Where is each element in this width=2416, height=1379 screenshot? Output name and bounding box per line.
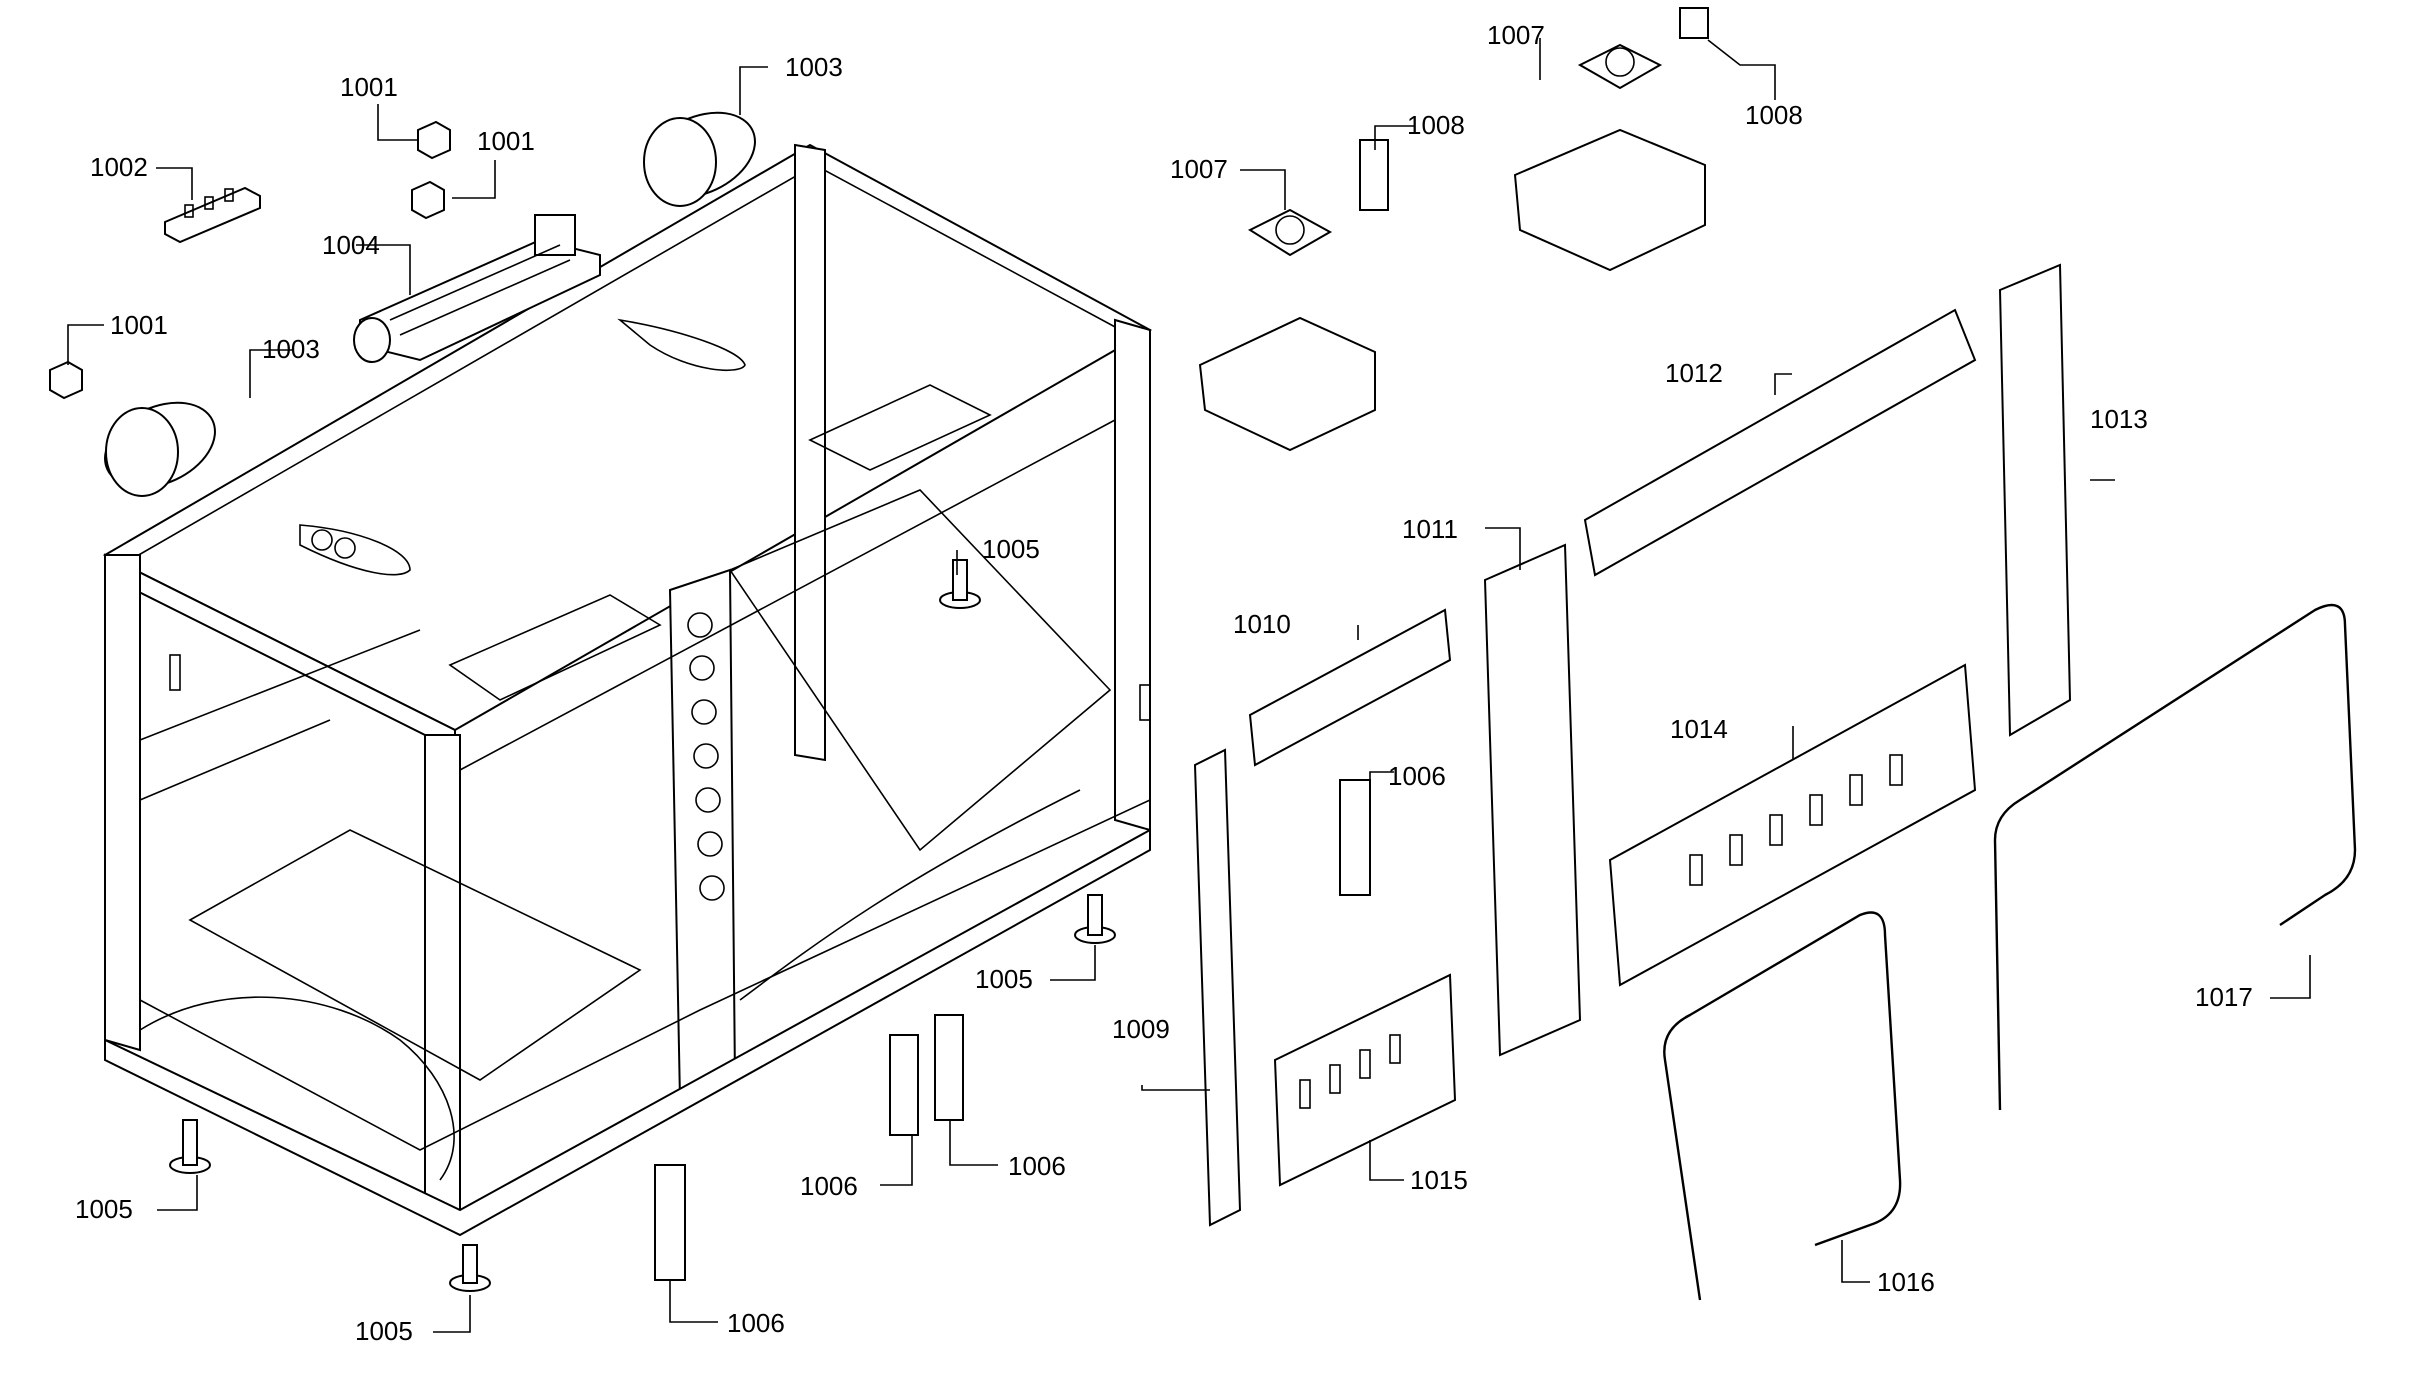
- part-1014-louver-panel: [1608, 663, 1977, 987]
- callout-1002: 1002: [90, 152, 148, 182]
- part-1017-door-handle-rod: [1993, 603, 2357, 1111]
- part-1006-hinge: [654, 779, 1371, 1281]
- callout-1004: 1004: [322, 230, 380, 260]
- callout-1009: 1009: [1112, 1014, 1170, 1044]
- callout-1005-c: 1005: [75, 1194, 133, 1224]
- callout-1016: 1016: [1877, 1267, 1935, 1297]
- callout-1008-b: 1008: [1745, 100, 1803, 130]
- callout-1005-b: 1005: [975, 964, 1033, 994]
- callout-1005-a: 1005: [982, 534, 1040, 564]
- callout-labels: 1001 1001 1001 1002 1003 1003 1004 1005 …: [75, 20, 2253, 1346]
- callout-1014: 1014: [1670, 714, 1728, 744]
- callout-1003-b: 1003: [262, 334, 320, 364]
- part-1003-fan-motor: [104, 111, 756, 497]
- callout-1007-a: 1007: [1487, 20, 1545, 50]
- part-1012-top-rail: [1583, 308, 1977, 577]
- part-1008-bracket: [1359, 7, 1709, 211]
- post-holes: [687, 612, 725, 901]
- part-1001-clip: [49, 120, 451, 400]
- callout-1001-a: 1001: [340, 72, 398, 102]
- callout-1008-a: 1008: [1407, 110, 1465, 140]
- callout-1001-c: 1001: [110, 310, 168, 340]
- part-1005-leveling-foot: [169, 559, 1116, 1292]
- part-1011-center-panel: [1483, 543, 1582, 1057]
- part-1009-side-panel: [1193, 748, 1242, 1227]
- part-1015-lower-louver-panel: [1273, 973, 1457, 1187]
- callout-1006-b: 1006: [800, 1171, 858, 1201]
- callout-1006-d: 1006: [727, 1308, 785, 1338]
- callout-1006-c: 1006: [1008, 1151, 1066, 1181]
- switch-box: [1198, 128, 1706, 452]
- callout-1015: 1015: [1410, 1165, 1468, 1195]
- part-1016-door-handle-rod: [1663, 911, 1902, 1301]
- cabinet-frame: [102, 143, 1153, 1237]
- part-1007-selector-switch: [1247, 43, 1663, 257]
- callout-1005-d: 1005: [355, 1316, 413, 1346]
- callout-1003-a: 1003: [785, 52, 843, 82]
- callout-1012: 1012: [1665, 358, 1723, 388]
- callout-1017: 1017: [2195, 982, 2253, 1012]
- part-1013-right-panel: [1998, 263, 2072, 737]
- leader-lines: [67, 38, 2311, 1333]
- callout-1001-b: 1001: [477, 126, 535, 156]
- callout-1010: 1010: [1233, 609, 1291, 639]
- callout-1011: 1011: [1402, 514, 1458, 544]
- part-1002-terminal-block: [164, 186, 261, 244]
- part-1004-blower: [353, 214, 601, 363]
- callout-1007-b: 1007: [1170, 154, 1228, 184]
- callout-1013: 1013: [2090, 404, 2148, 434]
- part-1010-upper-rail: [1248, 608, 1452, 767]
- callout-1006-a: 1006: [1388, 761, 1446, 791]
